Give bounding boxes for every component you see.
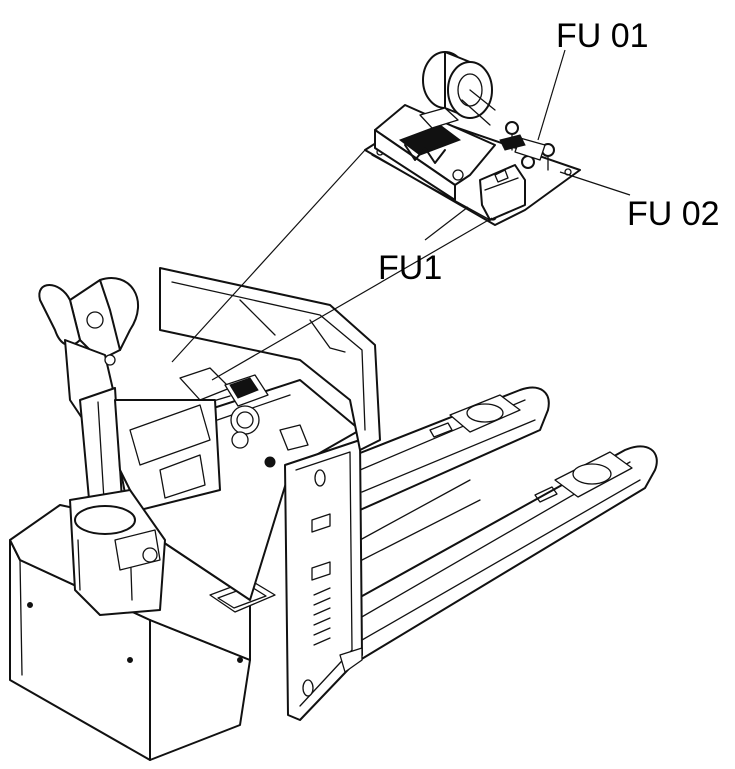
callout-fu1: FU1 — [378, 249, 442, 287]
callout-fu02: FU 02 — [627, 195, 720, 233]
fork-left — [354, 386, 550, 511]
leader-detail-left — [171, 149, 366, 363]
internal-components — [179, 367, 309, 468]
callout-fu01: FU 01 — [556, 17, 649, 55]
leader-fu02 — [559, 171, 631, 196]
fuse-panel-detail — [364, 51, 581, 226]
leader-fu01 — [537, 49, 566, 141]
leader-fu1 — [424, 206, 469, 241]
fork-right — [354, 445, 658, 661]
electrical-cover-open — [159, 267, 381, 451]
leader-detail-right — [211, 217, 493, 381]
leader-lines — [171, 49, 631, 381]
tiller-arm — [38, 277, 221, 616]
